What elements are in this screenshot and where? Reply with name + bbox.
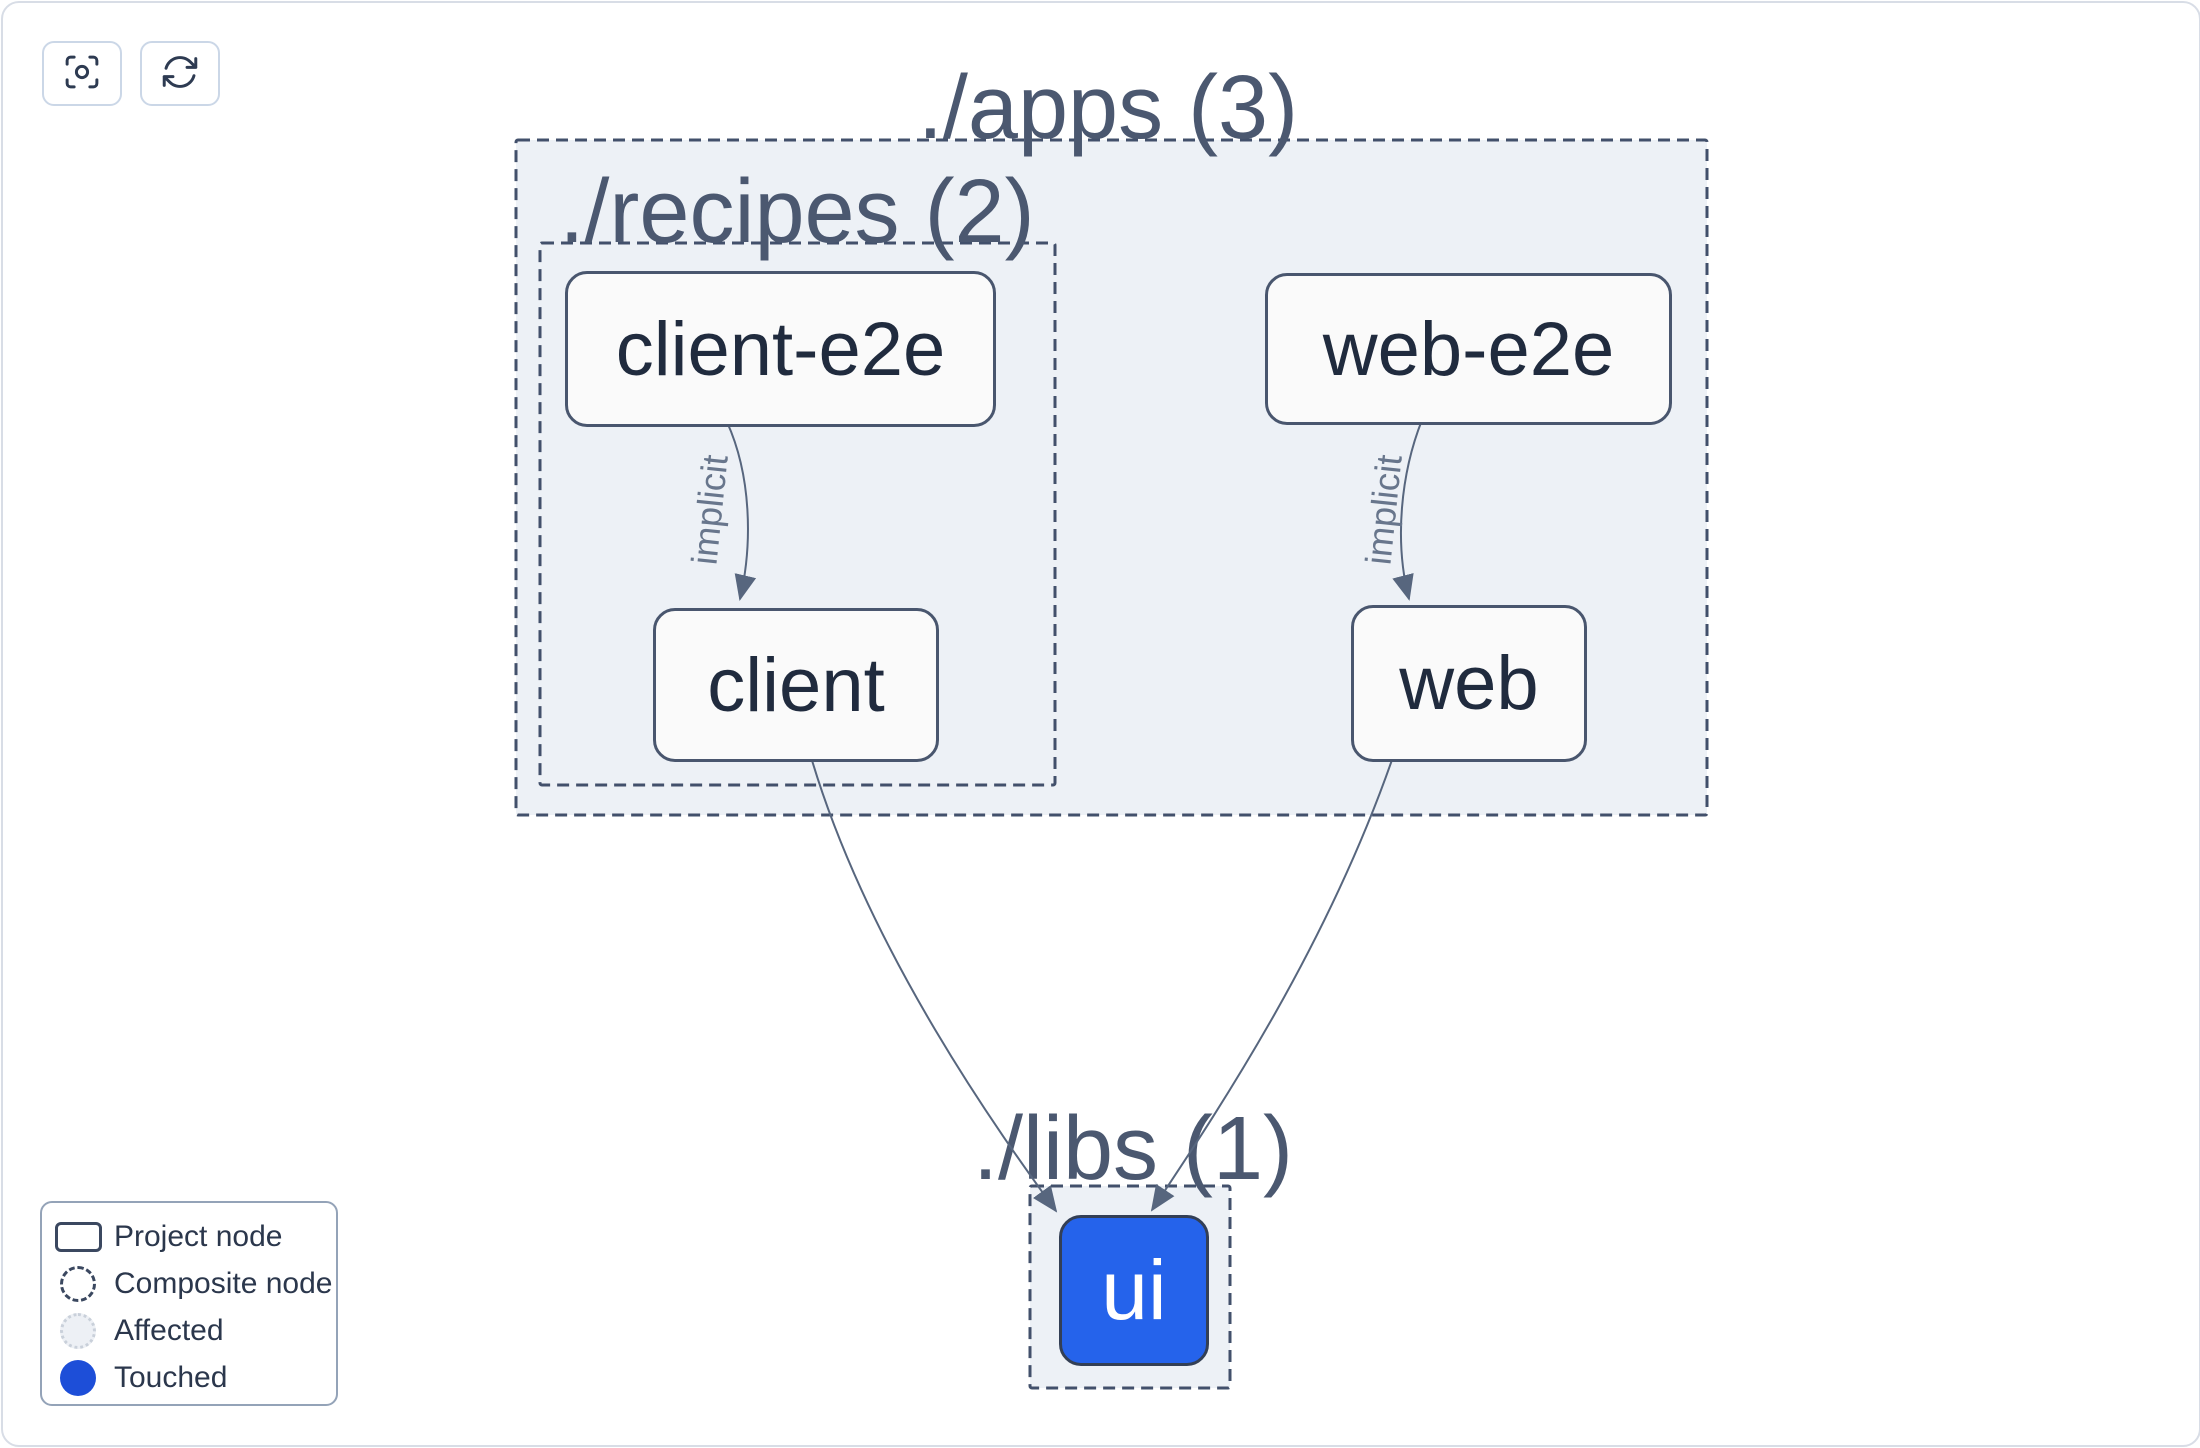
graph-toolbar [42, 41, 220, 106]
viewfinder-icon [61, 51, 103, 96]
legend-label: Touched [114, 1360, 228, 1394]
node-ui[interactable]: ui [1059, 1215, 1209, 1366]
refresh-graph-button[interactable] [140, 41, 220, 106]
edge-web-to-ui[interactable] [1150, 756, 1394, 1212]
legend-item-affected: Affected [42, 1307, 336, 1354]
legend-item-project-node: Project node [42, 1213, 336, 1260]
node-label: client-e2e [615, 306, 946, 392]
node-label: client [707, 642, 885, 728]
node-web[interactable]: web [1351, 605, 1587, 762]
node-web-e2e[interactable]: web-e2e [1265, 273, 1672, 425]
legend-label: Project node [114, 1219, 283, 1253]
edge-client-to-ui[interactable] [810, 756, 1058, 1213]
legend-item-composite-node: Composite node [42, 1260, 336, 1307]
legend: Project node Composite node Affected Tou… [40, 1201, 338, 1406]
node-client-e2e[interactable]: client-e2e [565, 271, 996, 427]
touched-swatch [42, 1359, 114, 1396]
group-apps-title: ./apps (3) [918, 58, 1298, 158]
project-node-swatch [42, 1221, 114, 1252]
node-label: web-e2e [1322, 306, 1615, 392]
group-libs-title: ./libs (1) [973, 1099, 1293, 1199]
center-graph-button[interactable] [42, 41, 122, 106]
edge-client-e2e-to-client[interactable] [726, 421, 757, 601]
node-label: ui [1101, 1243, 1167, 1337]
legend-label: Composite node [114, 1266, 333, 1300]
node-client[interactable]: client [653, 608, 939, 762]
legend-label: Affected [114, 1313, 224, 1347]
affected-swatch [42, 1312, 114, 1349]
composite-node-swatch [42, 1265, 114, 1302]
edge-web-e2e-to-web[interactable] [1392, 419, 1423, 601]
node-label: web [1399, 641, 1539, 726]
group-recipes-title: ./recipes (2) [559, 162, 1034, 262]
legend-item-touched: Touched [42, 1354, 336, 1401]
refresh-icon [159, 51, 201, 96]
